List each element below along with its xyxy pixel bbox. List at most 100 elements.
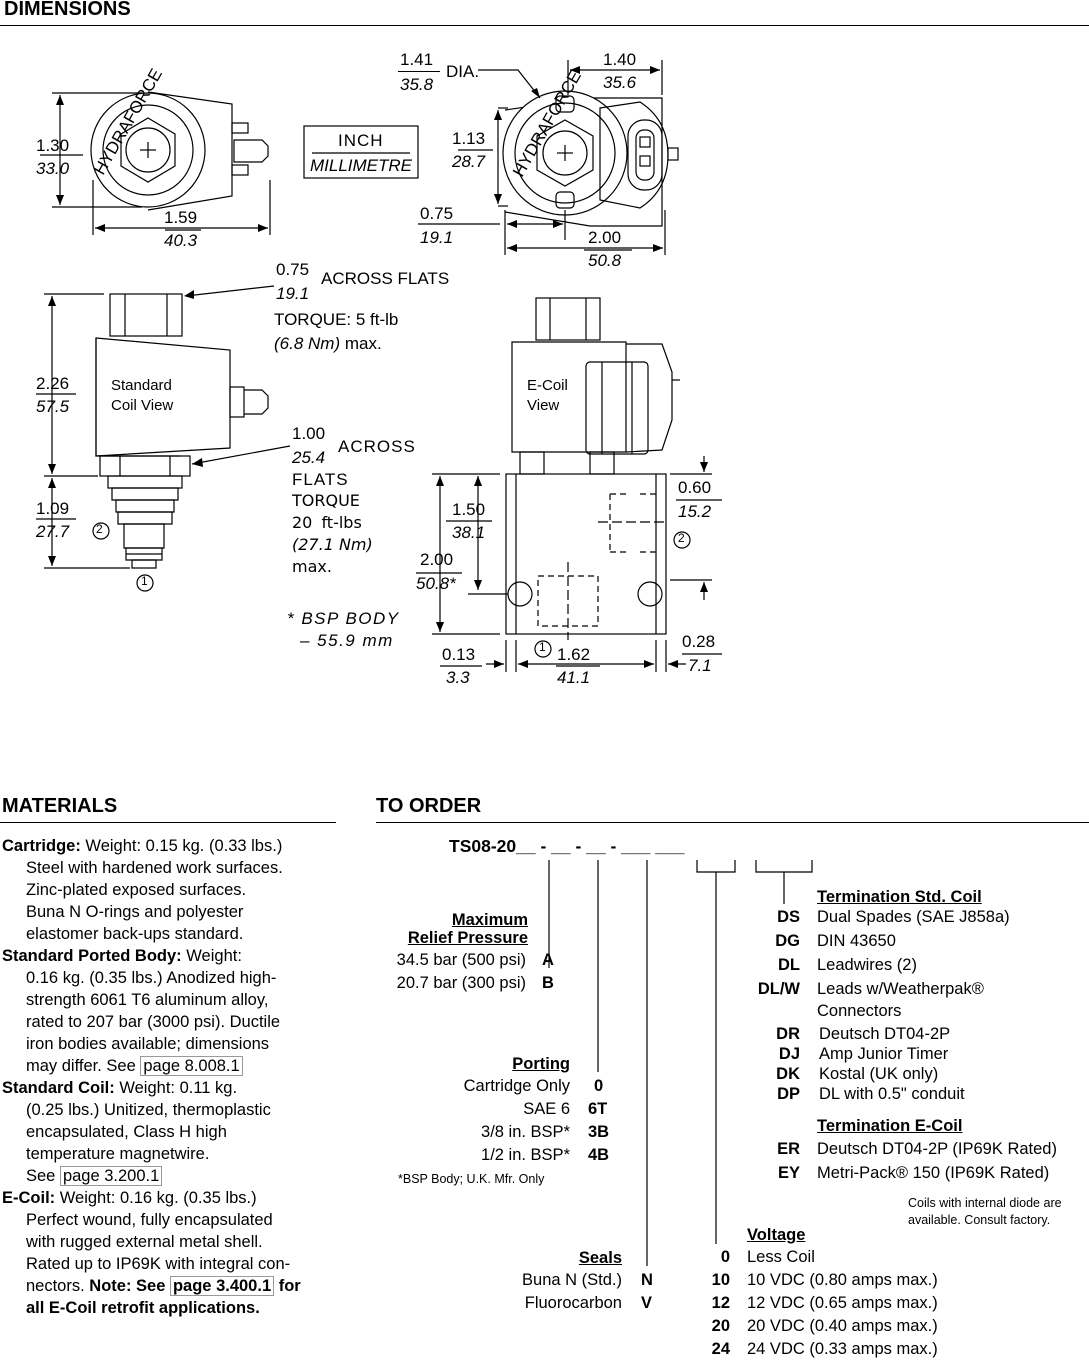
seals-option-n-desc: Buna N (Std.) [522,1271,622,1289]
seals-option-n-code: N [641,1271,653,1289]
voltage-10-code: 10 [711,1271,730,1289]
std-port-1-label: 1 [141,574,148,588]
dimensions-rule [0,25,1089,26]
term-std-header: Termination Std. Coil [817,888,982,906]
dim-top-right-h-mm: 28.7 [452,152,486,171]
term-dj-code: DJ [778,1045,800,1063]
ecoil-port-1-label: 1 [539,640,546,654]
dim-std-flats-label: ACROSS FLATS [321,269,450,288]
term-ds-desc: Dual Spades (SAE J858a) [817,908,1010,926]
std-torque2-metric: (27.1 Nm) [292,535,373,554]
dim-ecoil-left-mm: 3.3 [446,668,470,687]
voltage-24-desc: 24 VDC (0.33 amps max.) [747,1340,938,1358]
dim-top-right-width-in: 1.40 [603,50,637,69]
dim-top-left-width-in: 1.59 [164,208,198,227]
porting-option-6t-desc: SAE 6 [523,1100,570,1118]
porting-option-3b-desc: 3/8 in. BSP* [481,1123,570,1141]
ecoil-port-2-label: 2 [678,531,685,545]
relief-header-2: Relief Pressure [407,929,528,947]
units-legend-box [303,125,419,179]
porting-option-3b-code: 3B [588,1123,610,1141]
voltage-20-desc: 20 VDC (0.40 amps max.) [747,1317,938,1335]
page-link-3-400-1[interactable]: page 3.400.1 [169,1276,275,1296]
material-cartridge: Cartridge: Weight: 0.15 kg. (0.33 lbs.) … [2,837,283,943]
order-model-code: TS08-20__ - __ - __ - ___ ___ [449,836,685,856]
page-link-8-008-1[interactable]: page 8.008.1 [140,1056,243,1076]
term-er-desc: Deutsch DT04-2P (IP69K Rated) [817,1140,1057,1158]
porting-note: *BSP Body; U.K. Mfr. Only [398,1172,545,1186]
dim-top-right-off-mm: 19.1 [420,228,454,247]
top-left-view [40,91,271,235]
porting-header: Porting [512,1055,570,1073]
dim-std-flats2-label: ACROSS [338,437,416,456]
porting-option-4b-code: 4B [588,1146,610,1164]
dim-dia-mm: 35.8 [400,75,434,94]
ecoil-view-label-2: View [527,397,560,414]
diode-note-2: available. Consult factory. [908,1213,1051,1227]
material-coil: Standard Coil: Weight: 0.11 kg. (0.25 lb… [2,1079,271,1186]
term-dl-desc: Leadwires (2) [817,956,917,974]
materials-rule [0,822,336,823]
porting-option-6t-code: 6T [588,1100,608,1118]
ecoil-view-label-1: E-Coil [527,377,568,394]
term-dlw-desc-2: Connectors [817,1002,902,1020]
dim-ecoil-width-mm: 41.1 [557,668,591,687]
std-port-2-label: 2 [96,522,103,536]
dim-std-flats-in: 0.75 [276,260,310,279]
relief-option-b-code: B [542,974,554,992]
dim-ecoil-edge-mm: 7.1 [688,656,712,675]
dim-std-flats2-label2: FLATS [292,470,349,489]
dim-ecoil-h-in: 1.50 [452,500,486,519]
seals-header: Seals [578,1249,622,1267]
dim-ecoil-right-in: 0.60 [678,478,712,497]
dim-std-bottom-in: 1.09 [36,499,70,518]
term-dlw-code: DL/W [757,980,800,998]
dim-ecoil-total-in: 2.00 [420,550,454,569]
voltage-10-desc: 10 VDC (0.80 amps max.) [747,1271,938,1289]
term-dlw-desc: Leads w/Weatherpak® [817,980,984,998]
relief-option-a-code: A [542,951,554,969]
dim-ecoil-total-mm: 50.8* [416,574,456,593]
term-dk-desc: Kostal (UK only) [819,1065,939,1083]
materials-title: MATERIALS [2,795,118,817]
porting-option-0-desc: Cartridge Only [463,1077,570,1095]
term-ds-code: DS [777,908,800,926]
dim-std-flats2-mm: 25.4 [292,448,326,467]
seals-option-v-desc: Fluorocarbon [524,1294,622,1312]
dim-std-flats2-in: 1.00 [292,424,326,443]
relief-option-b-desc: 20.7 bar (300 psi) [396,974,526,992]
dim-ecoil-right-mm: 15.2 [678,502,712,521]
std-torque2: TORQUE [292,491,360,510]
voltage-header: Voltage [747,1226,806,1244]
bsp-note-1: * BSP BODY [287,609,400,628]
dim-std-height-in: 2.26 [36,374,70,393]
voltage-20-code: 20 [711,1317,730,1335]
dim-top-left-width-mm: 40.3 [164,231,198,250]
legend-millimetre: MILLIMETRE [310,156,413,175]
dim-ecoil-edge-in: 0.28 [682,632,716,651]
term-ecoil-header: Termination E-Coil [817,1117,963,1135]
dimensions-drawing: HYDRAFORCE [36,60,722,672]
term-dj-desc: Amp Junior Timer [819,1045,949,1063]
term-dp-code: DP [777,1085,800,1103]
page-link-3-200-1[interactable]: page 3.200.1 [59,1166,163,1186]
voltage-0-code: 0 [720,1248,730,1266]
bsp-note-2: – 55.9 mm [300,631,394,650]
dim-top-right-width-mm: 35.6 [603,73,637,92]
material-body: Standard Ported Body: Weight: 0.16 kg. (… [2,947,281,1076]
relief-header-1: Maximum [451,911,528,929]
dim-ecoil-left-in: 0.13 [442,645,476,664]
dim-ecoil-h-mm: 38.1 [452,523,486,542]
ecoil-side-view [416,297,722,672]
dim-std-flats-mm: 19.1 [276,284,310,303]
dim-top-right-total-mm: 50.8 [588,251,622,270]
porting-option-0-code: 0 [594,1077,604,1095]
diode-note-1: Coils with internal diode are [908,1196,1062,1210]
dimensions-title: DIMENSIONS [4,0,131,20]
dim-ecoil-width-in: 1.62 [557,645,591,664]
term-ey-code: EY [777,1164,800,1182]
std-torque-metric-line: (6.8 Nm) max. [274,334,382,353]
std-torque2-suffix: max. [292,557,332,576]
